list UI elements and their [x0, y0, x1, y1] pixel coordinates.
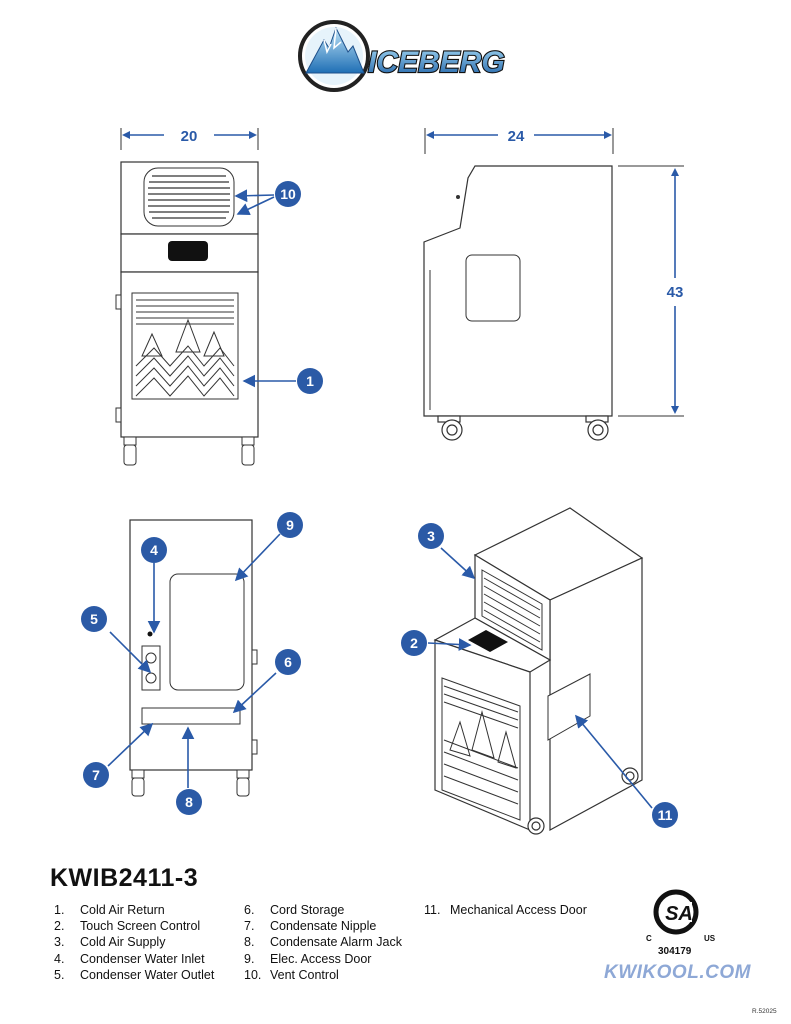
side-depth-dimension: 24: [508, 128, 525, 145]
callout-8: 8: [176, 789, 202, 815]
callout-7: 7: [83, 762, 109, 788]
front-width-dimension: 20: [181, 128, 198, 145]
svg-text:8: 8: [185, 794, 193, 810]
legend-item: 9.Elec. Access Door: [244, 951, 372, 966]
svg-text:7: 7: [92, 767, 100, 783]
revision-code: R.52025: [752, 1008, 777, 1015]
csa-certificate-number: 304179: [658, 946, 692, 957]
svg-text:11: 11: [658, 807, 673, 823]
svg-text:4: 4: [150, 542, 158, 558]
svg-text:3: 3: [427, 528, 435, 544]
legend-item: 4.Condenser Water Inlet: [54, 951, 205, 966]
svg-text:10: 10: [280, 186, 296, 202]
legend-item: 5.Condenser Water Outlet: [54, 967, 215, 982]
callout-9: 9: [277, 512, 303, 538]
side-view-drawing: 24 43: [423, 128, 684, 441]
legend-item: 1.Cold Air Return: [54, 903, 165, 917]
svg-text:1: 1: [306, 373, 314, 389]
svg-text:9: 9: [286, 517, 294, 533]
iceberg-logo: ICEBERG: [298, 20, 506, 92]
csa-certification-mark: SA: [653, 889, 699, 935]
legend-item: 3.Cold Air Supply: [54, 935, 166, 950]
model-number: KWIB2411-3: [50, 864, 199, 892]
height-dimension: 43: [667, 284, 684, 301]
callout-1: 1: [297, 368, 323, 394]
legend-column-1: 1.Cold Air Return 2.Touch Screen Control…: [54, 902, 214, 983]
legend-item: 10.Vent Control: [244, 967, 339, 982]
svg-text:2: 2: [410, 635, 418, 651]
callout-11: 11: [652, 802, 678, 828]
front-view-drawing: 20: [115, 128, 259, 466]
legend-column-2: 6.Cord Storage 7.Condensate Nipple 8.Con…: [244, 902, 402, 983]
callout-6: 6: [275, 649, 301, 675]
legend-item: 11.Mechanical Access Door: [424, 903, 587, 917]
svg-text:SA: SA: [665, 903, 693, 925]
csa-c-label: C: [646, 934, 652, 943]
csa-us-label: US: [704, 934, 716, 943]
callout-2: 2: [401, 630, 427, 656]
brand-name: ICEBERG: [368, 46, 505, 79]
callout-4: 4: [141, 537, 167, 563]
callout-3: 3: [418, 523, 444, 549]
svg-text:6: 6: [284, 654, 292, 670]
legend-item: 7.Condensate Nipple: [244, 919, 377, 934]
website-url[interactable]: KWIKOOL.COM: [604, 962, 751, 983]
legend-column-3: 11.Mechanical Access Door: [424, 902, 587, 918]
svg-text:5: 5: [90, 611, 98, 627]
isometric-view-drawing: [433, 507, 644, 835]
legend-item: 6.Cord Storage: [244, 903, 345, 917]
callout-10: 10: [275, 181, 301, 207]
callout-5: 5: [81, 606, 107, 632]
legend-item: 8.Condensate Alarm Jack: [244, 935, 403, 950]
legend-item: 2.Touch Screen Control: [54, 919, 201, 934]
